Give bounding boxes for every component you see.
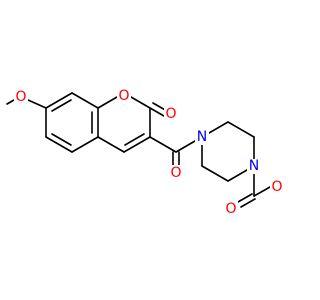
label-bg-lactone-o [164,106,178,121]
bond-pyranone-1 [97,96,118,109]
bond-pyranone-4-double [124,133,145,146]
label-bg-ring-o [117,89,131,104]
atom-ester-o: O [271,179,282,195]
bond-amide-c-to-n1 [175,140,196,153]
label-bg-n1 [195,130,209,145]
atom-carbamate-carbonyl-o: O [225,201,236,217]
bond-c3-to-amide-c [149,136,177,153]
bond-piperazine-5 [201,165,229,182]
canvas-background [0,0,300,300]
bond-lines [6,92,271,208]
bond-o-to-benzene [27,99,47,109]
bond-carbamate-co-1 [237,193,253,203]
bond-piperazine-4 [227,169,248,182]
bond-carbamate-c-to-ester-o [253,186,271,197]
bond-benzene-1-double [51,99,72,112]
atom-labels: O O O O N N O O [14,88,284,217]
bond-pyranone-4 [123,136,151,153]
bond-benzene-2 [71,92,99,109]
label-bg-carbamate-o [224,201,238,216]
atom-ring-o: O [118,88,129,104]
bond-benzene-5 [45,136,73,153]
label-bg-methoxy-o [14,90,28,105]
bond-benzene-1 [45,92,73,109]
molecule-canvas: O O O O N N O O [0,0,300,300]
bond-pyranone-5 [97,136,125,153]
atom-lactone-carbonyl-o: O [165,106,176,122]
bond-lactone-co-1 [149,107,165,117]
atom-amide-o: O [170,165,181,181]
atom-piperazine-n4: N [249,158,259,174]
bond-pyranone-2 [130,96,151,109]
bond-carbamate-co-2 [240,198,256,208]
molecule-structure: O O O O N N O O [0,0,300,300]
label-bg-n4 [247,159,261,174]
label-bg-ester-o [270,179,284,194]
atom-methoxy-o: O [15,89,26,105]
atom-piperazine-n1: N [197,129,207,145]
bond-methyl-to-o [6,99,15,105]
label-bg-amide-o [169,165,183,180]
bond-benzene-4 [71,136,99,153]
bond-piperazine-1 [208,121,229,134]
bond-piperazine-2 [227,121,255,138]
bond-benzene-5-double [51,133,72,146]
